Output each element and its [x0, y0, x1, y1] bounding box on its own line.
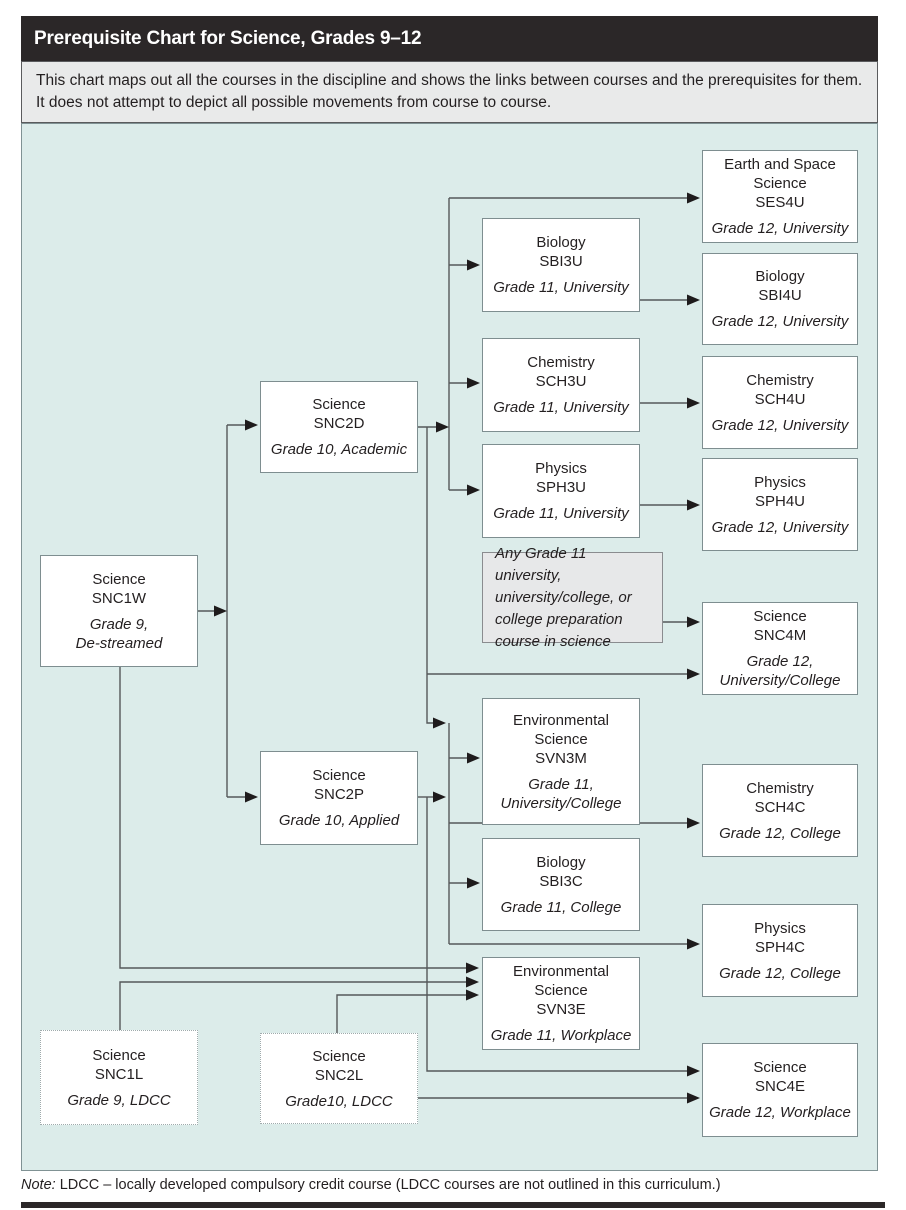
course-grade-line: Grade 9, — [89, 615, 149, 633]
course-grade-line: Grade 10, Academic — [270, 441, 408, 458]
course-name-line: Environmental — [513, 963, 609, 980]
course-name-line: Physics — [535, 460, 587, 477]
course-grade-line: Grade 9, LDCC — [67, 1091, 171, 1109]
course-code: SCH4U — [754, 390, 806, 408]
course-name-line: Biology — [536, 853, 586, 871]
course-grade-line: Grade 12, University — [711, 313, 849, 330]
page-title-bar: Prerequisite Chart for Science, Grades 9… — [21, 16, 878, 61]
note-box-text: Any Grade 11 university, university/coll… — [495, 544, 632, 650]
footer-note: Note: LDCC – locally developed compulsor… — [21, 1176, 881, 1194]
course-code: SPH3U — [535, 479, 587, 496]
course-code: SNC2P — [313, 786, 365, 803]
course-grade-line: Grade 12, Workplace — [709, 1104, 851, 1121]
footer-note-text: LDCC – locally developed compulsory cred… — [55, 1177, 721, 1193]
note-box-any-grade-11: Any Grade 11 university, university/coll… — [482, 545, 663, 650]
course-name-line: Science — [534, 730, 588, 748]
chart-description-box: This chart maps out all the courses in t… — [21, 61, 878, 123]
course-name-line: Science — [312, 767, 366, 784]
footer-note-label: Note: — [21, 1177, 56, 1193]
course-name-line: Science — [312, 396, 366, 413]
course-grade-line: Grade 12, College — [719, 824, 841, 842]
course-code: SES4U — [755, 194, 805, 211]
course-name-line: Science — [92, 570, 146, 588]
course-code: SPH4U — [754, 492, 806, 510]
course-name-line: Earth and Space — [724, 156, 836, 173]
course-name-line: Chemistry — [527, 354, 595, 371]
course-name-line: Science — [753, 608, 807, 625]
course-grade-line: Grade10, LDCC — [285, 1092, 393, 1110]
course-name-line: Biology — [536, 234, 586, 251]
course-name-line: Environmental — [513, 711, 609, 729]
course-grade-line: Grade 11, College — [500, 898, 622, 916]
course-code: SVN3E — [536, 1001, 586, 1018]
course-grade-line: De-streamed — [75, 634, 163, 652]
course-code: SNC4E — [754, 1078, 806, 1095]
course-grade-line: Grade 12, University — [711, 220, 849, 237]
course-grade-line: Grade 10, Applied — [278, 812, 400, 829]
course-name-line: Science — [312, 1047, 366, 1065]
course-code: SBI3C — [539, 872, 583, 890]
course-code: SPH4C — [754, 938, 806, 956]
course-code: SCH3U — [535, 373, 587, 390]
course-grade-line: Grade 12, College — [719, 964, 841, 982]
course-grade-line: Grade 12, University — [711, 518, 849, 536]
course-name-line: Physics — [754, 473, 806, 491]
course-code: SBI4U — [758, 287, 802, 304]
course-grade-line: Grade 12, — [746, 653, 814, 670]
course-name-line: Biology — [755, 268, 805, 285]
course-code: SNC1W — [91, 589, 147, 607]
course-code: SNC1L — [94, 1065, 144, 1083]
course-name-line: Science — [753, 175, 807, 192]
course-name-line: Science — [753, 1059, 807, 1076]
course-code: SNC2L — [314, 1066, 364, 1084]
course-name-line: Chemistry — [746, 779, 814, 797]
course-code: SNC4M — [753, 627, 807, 644]
course-name-line: Physics — [754, 919, 806, 937]
course-name-line: Chemistry — [746, 371, 814, 389]
course-code: SNC2D — [313, 415, 365, 432]
course-code: SBI3U — [539, 253, 583, 270]
course-grade-line: University/College — [719, 672, 841, 689]
course-grade-line: Grade 11, — [528, 775, 594, 793]
page-bottom-rule — [21, 1202, 885, 1208]
course-name-line: Science — [534, 982, 588, 999]
course-grade-line: Grade 11, University — [493, 505, 629, 522]
chart-description: This chart maps out all the courses in t… — [36, 72, 863, 111]
course-grade-line: Grade 11, Workplace — [490, 1027, 632, 1044]
course-code: SVN3M — [535, 749, 587, 767]
course-grade-line: University/College — [500, 794, 622, 812]
course-grade-line: Grade 11, University — [493, 279, 629, 296]
page-title: Prerequisite Chart for Science, Grades 9… — [34, 27, 422, 49]
course-code: SCH4C — [754, 798, 806, 816]
course-grade-line: Grade 11, University — [493, 399, 629, 416]
course-name-line: Science — [92, 1046, 146, 1064]
course-grade-line: Grade 12, University — [711, 416, 849, 434]
